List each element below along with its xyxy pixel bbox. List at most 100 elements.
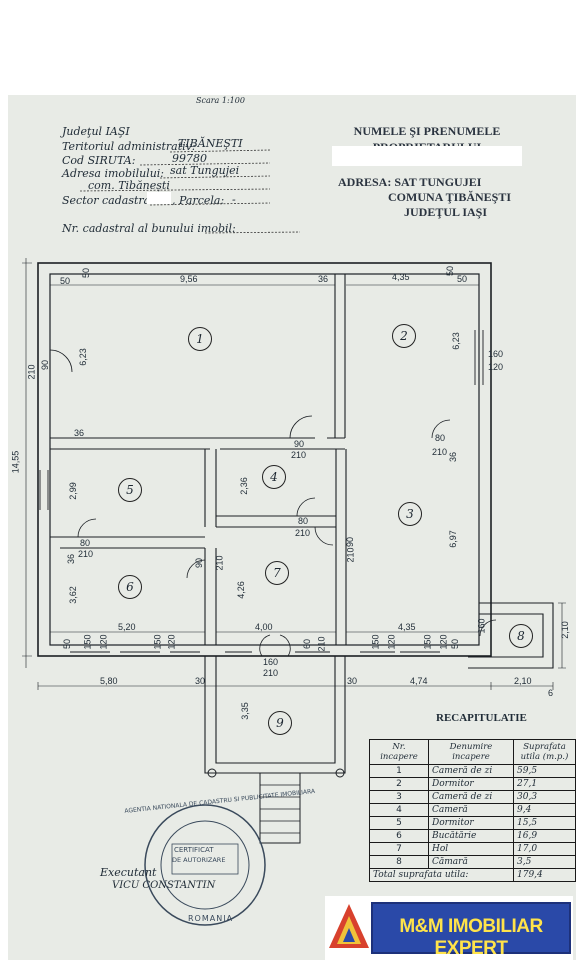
stamp-bottom: ROMANIA <box>188 914 234 923</box>
dim-label: 14,55 <box>10 450 21 474</box>
sector-label: Sector cadastral: <box>62 194 158 207</box>
agency-logo: M&M IMOBILIAR EXPERT <box>325 896 573 960</box>
dim-label: 120 <box>98 634 109 650</box>
cell-nr: 8 <box>369 855 429 869</box>
dim-label: 36 <box>74 428 85 438</box>
cell-denumire: Bucătărie <box>428 829 514 843</box>
dim-label: 80 <box>435 433 446 443</box>
cell-suprafata: 30,3 <box>513 790 576 804</box>
dim-label: 210 <box>316 636 327 652</box>
cell-denumire: Dormitor <box>428 816 514 830</box>
dim-label: 36 <box>318 274 329 284</box>
dim-label: 4,35 <box>392 272 410 282</box>
cell-denumire: Cameră de zi <box>428 764 514 778</box>
executant-name: VICU CONSTANTIN <box>112 880 216 891</box>
cell-suprafata: 15,5 <box>513 816 576 830</box>
cell-nr: 1 <box>369 764 429 778</box>
dim-label: 36 <box>448 451 459 463</box>
logo-text: M&M IMOBILIAR EXPERT <box>399 916 543 959</box>
cell-nr: 2 <box>369 777 429 791</box>
room-5-marker: 5 <box>118 478 142 502</box>
sector-redaction <box>147 192 171 204</box>
cell-nr: 7 <box>369 842 429 856</box>
stamp-center-1: CERTIFICAT <box>174 846 214 854</box>
teritoriu-label: Teritoriul administrativ: <box>62 140 196 153</box>
cell-suprafata: 17,0 <box>513 842 576 856</box>
adresa-label: Adresa imobilului: <box>62 167 165 180</box>
dim-label: 150 <box>422 634 433 650</box>
dim-label: 210 <box>263 668 279 678</box>
dim-label: 50 <box>450 638 461 650</box>
table-total-row: Total suprafata utila:179,4 <box>369 868 576 882</box>
cell-nr: 5 <box>369 816 429 830</box>
judet-label: Judeţul IAŞI <box>62 125 130 138</box>
cell-suprafata: 16,9 <box>513 829 576 843</box>
dim-label: 120 <box>488 362 504 372</box>
dim-label: 60 <box>302 638 313 650</box>
dim-label: 36 <box>66 553 77 565</box>
cell-suprafata: 3,5 <box>513 855 576 869</box>
dim-label: 3,62 <box>67 586 78 604</box>
room-9-marker: 9 <box>268 711 292 735</box>
logo-banner: M&M IMOBILIAR EXPERT <box>371 902 571 959</box>
dim-label: 90 <box>345 536 356 548</box>
dim-label: 50 <box>457 274 468 284</box>
dim-label: 4,35 <box>398 622 416 632</box>
cell-denumire: Cameră de zi <box>428 790 514 804</box>
room-6-marker: 6 <box>118 575 142 599</box>
recap-col-denumire: Denumire incapere <box>428 739 514 765</box>
dim-label: 50 <box>445 265 456 277</box>
executant-label: Executant <box>100 866 157 879</box>
room-1-marker: 1 <box>188 327 212 351</box>
dim-label: 9,56 <box>180 274 198 284</box>
dim-label: 210 <box>432 447 448 457</box>
dim-label: 160 <box>476 618 487 634</box>
dim-label: 90 <box>294 439 305 449</box>
cell-suprafata: 9,4 <box>513 803 576 817</box>
dim-label: 120 <box>438 634 449 650</box>
dim-label: 210 <box>78 549 94 559</box>
cell-nr: 4 <box>369 803 429 817</box>
recap-col-nr: Nr. incapere <box>369 739 429 765</box>
recap-title: RECAPITULATIE <box>436 712 527 724</box>
dim-label: 30 <box>195 676 206 686</box>
dim-label: 90 <box>40 359 51 371</box>
cell-nr: 3 <box>369 790 429 804</box>
dim-label: 80 <box>80 538 91 548</box>
dim-label: 2,10 <box>514 676 532 686</box>
nr-cadastral-label: Nr. cadastral al bunului imobil: <box>62 222 236 235</box>
cod-siruta-label: Cod SIRUTA: <box>62 154 136 167</box>
dim-label: 4,26 <box>235 581 246 599</box>
dim-label: 210 <box>214 555 225 571</box>
cod-siruta-value: 99780 <box>172 152 207 165</box>
dim-label: 210 <box>26 364 37 380</box>
dim-label: 210 <box>291 450 307 460</box>
room-3-marker: 3 <box>398 502 422 526</box>
teritoriu-value: TIBĂNEŞTI <box>178 137 243 150</box>
stamp-center-2: DE AUTORIZARE <box>172 856 226 864</box>
room-7-marker: 7 <box>265 561 289 585</box>
owner-adresa-3: JUDEŢUL IAŞI <box>404 205 488 219</box>
dim-label: 2,99 <box>67 482 78 500</box>
cell-denumire: Dormitor <box>428 777 514 791</box>
dim-label: 4,00 <box>255 622 273 632</box>
outer-wall-inner <box>49 273 480 646</box>
adresa-value-2: com. Tibănești <box>88 179 170 192</box>
dim-label: 120 <box>166 634 177 650</box>
dim-label: 2,10 <box>559 621 570 639</box>
outer-wall-outer <box>37 262 492 657</box>
room-4-marker: 4 <box>262 465 286 489</box>
official-stamp <box>144 804 266 926</box>
dim-label: 50 <box>81 267 92 279</box>
room-8-marker: 8 <box>509 624 533 648</box>
recap-table: Nr. incapere Denumire incapere Suprafata… <box>369 739 576 882</box>
room-2-marker: 2 <box>392 324 416 348</box>
dim-label: 6,23 <box>450 332 461 350</box>
logo-triangle-icon <box>329 904 369 948</box>
